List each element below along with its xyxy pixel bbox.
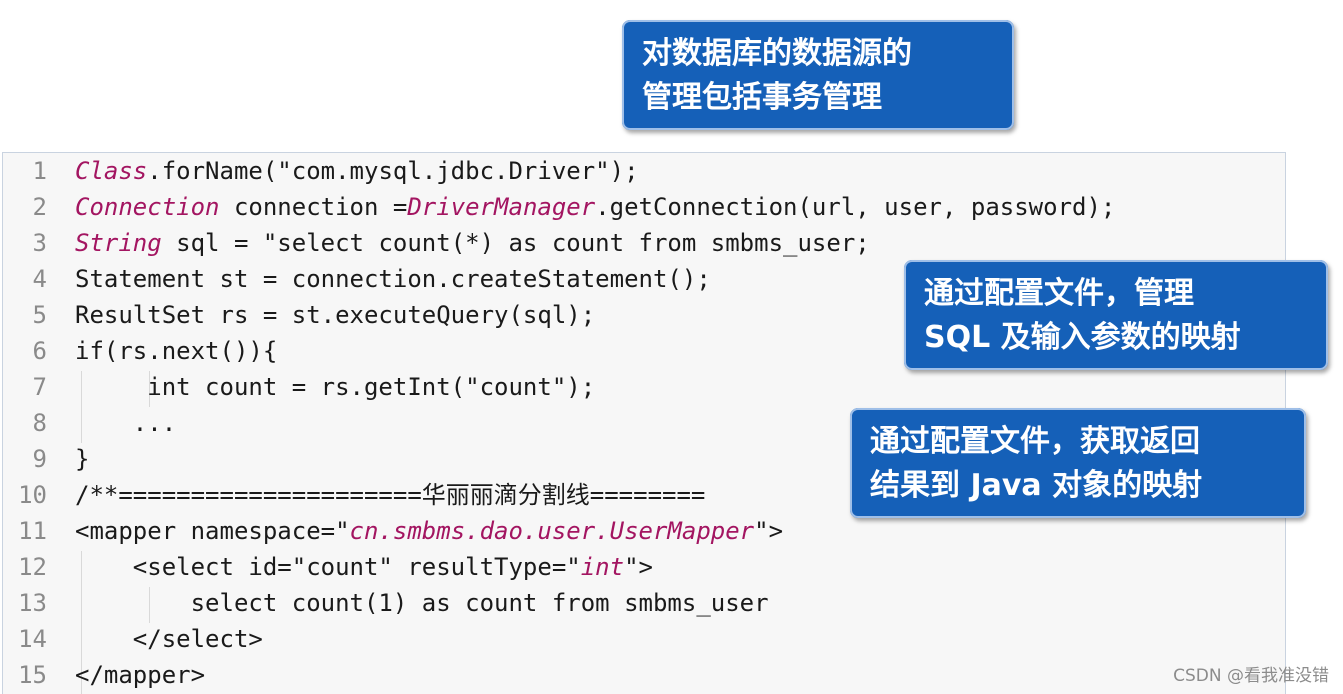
code-line: 7 int count = rs.getInt("count"); bbox=[3, 369, 1285, 405]
code-token: connection = bbox=[219, 193, 408, 221]
code-text: <mapper namespace="cn.smbms.dao.user.Use… bbox=[75, 513, 783, 549]
code-line: 9} bbox=[3, 441, 1285, 477]
code-token: int count = rs.getInt("count"); bbox=[75, 373, 596, 401]
code-token: /**=====================华丽丽滴分割线======== bbox=[75, 481, 706, 509]
code-text: select count(1) as count from smbms_user bbox=[75, 585, 769, 621]
code-token: </select> bbox=[75, 625, 263, 653]
code-line: 4 Statement st = connection.createStateme… bbox=[3, 261, 1285, 297]
code-token: } bbox=[75, 445, 90, 473]
code-token: DriverManager bbox=[407, 193, 596, 221]
line-number: 8 bbox=[32, 409, 47, 437]
code-token: <select id="count" resultType=" bbox=[75, 553, 581, 581]
code-line: 1 Class.forName("com.mysql.jdbc.Driver"); bbox=[3, 153, 1285, 189]
code-text: </mapper> bbox=[75, 657, 205, 693]
line-number: 9 bbox=[32, 445, 47, 473]
indent-guide bbox=[149, 587, 150, 623]
code-token: sql = "select count(*) as count from smb… bbox=[161, 229, 870, 257]
line-number: 5 bbox=[32, 301, 47, 329]
code-line: 15 </mapper> bbox=[3, 657, 1285, 693]
watermark: CSDN @看我准没错 bbox=[1173, 666, 1329, 686]
code-text: <select id="count" resultType="int"> bbox=[75, 549, 653, 585]
code-line: 2 Connection connection =DriverManager.ge… bbox=[3, 189, 1285, 225]
callout-line: 通过配置文件，获取返回 bbox=[870, 424, 1200, 459]
code-line: 12 <select id="count" resultType="int"> bbox=[3, 549, 1285, 585]
code-token: "> bbox=[624, 553, 653, 581]
code-text: Connection connection =DriverManager.get… bbox=[75, 189, 1115, 225]
callout-result-mapping: 通过配置文件，获取返回 结果到 Java 对象的映射 bbox=[850, 408, 1306, 518]
indent-guide bbox=[81, 371, 82, 443]
callout-line: SQL 及输入参数的映射 bbox=[924, 320, 1241, 355]
code-token: Class bbox=[75, 157, 148, 185]
code-text: </select> bbox=[75, 621, 263, 657]
callout-line: 结果到 Java 对象的映射 bbox=[870, 468, 1203, 503]
code-token: "> bbox=[754, 517, 784, 545]
code-token: Statement st = connection.createStatemen… bbox=[75, 265, 711, 293]
indent-guide bbox=[149, 371, 150, 407]
code-token: <mapper namespace=" bbox=[75, 517, 350, 545]
code-text: if(rs.next()){ bbox=[75, 333, 277, 369]
line-number: 7 bbox=[32, 373, 47, 401]
callout-line: 对数据库的数据源的 bbox=[642, 36, 912, 71]
code-text: String sql = "select count(*) as count f… bbox=[75, 225, 870, 261]
code-text: } bbox=[75, 441, 89, 477]
code-token: int bbox=[580, 553, 625, 581]
line-number: 1 bbox=[32, 157, 47, 185]
code-token: String bbox=[75, 229, 162, 257]
line-number: 12 bbox=[18, 553, 47, 581]
code-line: 6 if(rs.next()){ bbox=[3, 333, 1285, 369]
line-number: 11 bbox=[18, 517, 47, 545]
line-number: 3 bbox=[32, 229, 47, 257]
code-token: Connection bbox=[75, 193, 220, 221]
code-token: if(rs.next()){ bbox=[75, 337, 278, 365]
code-token: select count(1) as count from smbms_user bbox=[75, 589, 769, 617]
code-token: </mapper> bbox=[75, 661, 206, 689]
code-line: 3 String sql = "select count(*) as count … bbox=[3, 225, 1285, 261]
code-token: .getConnection(url, user, password); bbox=[595, 193, 1116, 221]
line-number: 6 bbox=[32, 337, 47, 365]
code-line: 14 </select> bbox=[3, 621, 1285, 657]
code-token: cn.smbms.dao.user.UserMapper bbox=[349, 517, 755, 545]
indent-guide bbox=[81, 551, 82, 694]
callout-sql-mapping: 通过配置文件，管理 SQL 及输入参数的映射 bbox=[904, 260, 1328, 370]
callout-datasource: 对数据库的数据源的 管理包括事务管理 bbox=[622, 20, 1014, 130]
line-number: 2 bbox=[32, 193, 47, 221]
code-line: 8 ... bbox=[3, 405, 1285, 441]
callout-line: 通过配置文件，管理 bbox=[924, 276, 1194, 311]
code-line: 13 select count(1) as count from smbms_u… bbox=[3, 585, 1285, 621]
code-line: 11 <mapper namespace="cn.smbms.dao.user.U… bbox=[3, 513, 1285, 549]
callout-line: 管理包括事务管理 bbox=[642, 80, 882, 115]
code-token: ResultSet rs = st.executeQuery(sql); bbox=[75, 301, 596, 329]
code-text: ResultSet rs = st.executeQuery(sql); bbox=[75, 297, 595, 333]
code-text: /**=====================华丽丽滴分割线======== bbox=[75, 477, 705, 513]
line-number: 13 bbox=[18, 589, 47, 617]
code-line: 5 ResultSet rs = st.executeQuery(sql); bbox=[3, 297, 1285, 333]
code-line: 10 /**=====================华丽丽滴分割线=======… bbox=[3, 477, 1285, 513]
line-number: 10 bbox=[18, 481, 47, 509]
code-token: .forName("com.mysql.jdbc.Driver"); bbox=[147, 157, 639, 185]
line-number: 4 bbox=[32, 265, 47, 293]
line-number: 15 bbox=[18, 661, 47, 689]
code-text: ... bbox=[75, 405, 176, 441]
code-token: ... bbox=[75, 409, 177, 437]
code-text: Class.forName("com.mysql.jdbc.Driver"); bbox=[75, 153, 639, 189]
line-number: 14 bbox=[18, 625, 47, 653]
code-text: Statement st = connection.createStatemen… bbox=[75, 261, 711, 297]
code-text: int count = rs.getInt("count"); bbox=[75, 369, 595, 405]
